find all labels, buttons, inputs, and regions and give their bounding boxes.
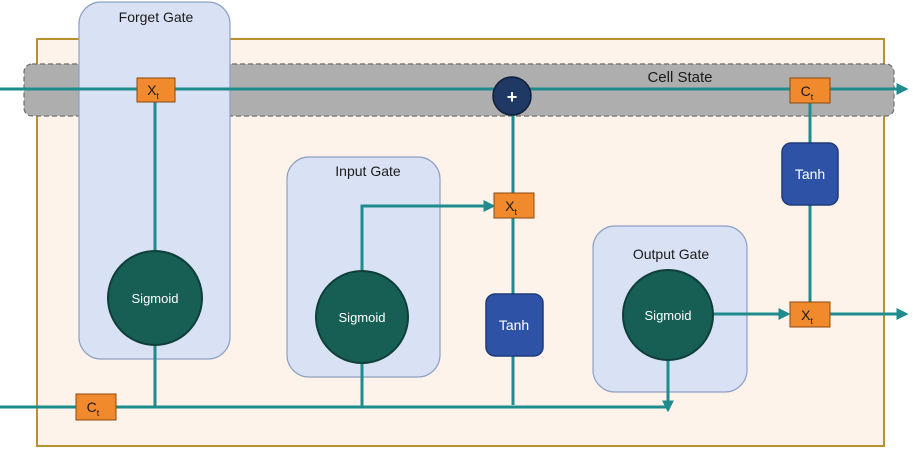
cell-state-input-box: Ct [75,393,117,421]
input-gate-label: Input Gate [335,163,401,179]
forget-gate-label: Forget Gate [119,9,194,25]
svg-text:Ct: Ct [801,83,814,102]
svg-text:Sigmoid: Sigmoid [132,291,179,306]
svg-text:Ct: Ct [87,399,100,418]
forget-sigmoid-node: Sigmoid [107,250,203,346]
svg-text:Xt: Xt [505,198,517,217]
input-tanh-node: Tanh [485,293,544,357]
plus-operator: + [492,76,532,116]
cell-state-output-box: Ct [789,77,831,104]
svg-text:Xt: Xt [801,307,813,326]
output-sigmoid-node: Sigmoid [622,269,714,361]
svg-text:Xt: Xt [147,82,159,101]
svg-text:Sigmoid: Sigmoid [339,310,386,325]
forget-multiply-box: Xt [136,77,176,103]
svg-text:Tanh: Tanh [795,166,825,182]
input-sigmoid-node: Sigmoid [315,270,409,364]
cell-tanh-node: Tanh [781,142,839,206]
output-gate-label: Output Gate [633,246,709,262]
input-multiply-box: Xt [493,192,535,219]
svg-text:Tanh: Tanh [499,317,529,333]
cell-state-label: Cell State [647,69,712,86]
svg-text:+: + [507,87,518,107]
svg-text:Sigmoid: Sigmoid [645,308,692,323]
output-multiply-box: Xt [789,301,831,328]
